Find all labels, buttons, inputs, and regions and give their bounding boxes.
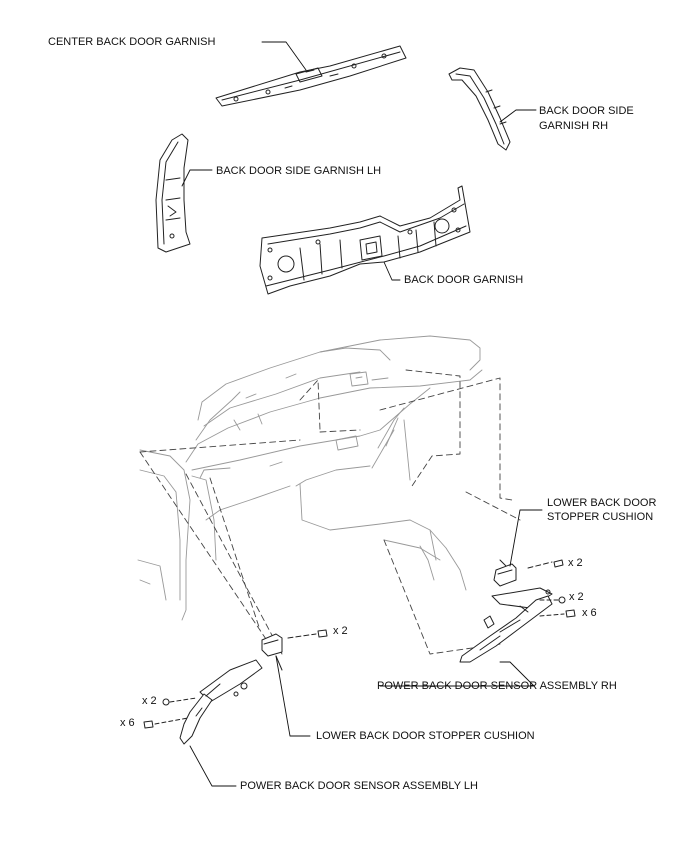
back-door-side-garnish-lh-part — [155, 133, 191, 253]
power-back-door-sensor-lh-part — [179, 659, 263, 745]
power-back-door-sensor-rh-label: POWER BACK DOOR SENSOR ASSEMBLY RH — [377, 680, 617, 692]
lower-stopper-cushion-lh-label: LOWER BACK DOOR STOPPER CUSHION — [316, 730, 535, 742]
callout-leaders — [181, 41, 543, 787]
lh-sensor-nut-icon — [162, 697, 197, 706]
rh-stopper-bolt-qty: x 2 — [568, 557, 583, 569]
lh-sensor-screw-qty: x 6 — [120, 717, 135, 729]
power-back-door-sensor-lh-label: POWER BACK DOOR SENSOR ASSEMBLY LH — [240, 780, 478, 792]
back-door-garnish-part — [259, 185, 471, 295]
lh-stopper-bolt-icon — [287, 629, 328, 639]
power-back-door-sensor-rh-part — [459, 587, 553, 663]
rh-sensor-screw-qty: x 6 — [582, 607, 597, 619]
lower-stopper-cushion-rh-part — [493, 559, 517, 587]
rh-stopper-bolt-icon — [527, 559, 564, 569]
dashed-leader-lines — [139, 369, 521, 655]
lower-stopper-cushion-rh-label-line2: STOPPER CUSHION — [547, 511, 654, 523]
rh-sensor-nut-qty: x 2 — [569, 591, 584, 603]
lh-sensor-screw-icon — [143, 717, 189, 729]
back-door-side-garnish-rh-part — [448, 67, 511, 151]
center-back-door-garnish-label: CENTER BACK DOOR GARNISH — [48, 36, 216, 48]
lh-stopper-bolt-qty: x 2 — [333, 625, 348, 637]
lower-stopper-cushion-lh-part — [261, 633, 283, 671]
vehicle-back-door-body — [137, 335, 483, 621]
rh-sensor-screw-icon — [539, 609, 576, 618]
back-door-side-garnish-lh-label: BACK DOOR SIDE GARNISH LH — [216, 165, 382, 177]
rh-sensor-nut-icon — [539, 596, 566, 604]
back-door-side-garnish-rh-label-line2: GARNISH RH — [539, 120, 609, 132]
lh-sensor-nut-qty: x 2 — [142, 695, 157, 707]
back-door-side-garnish-rh-label-line1: BACK DOOR SIDE — [539, 105, 634, 117]
center-back-door-garnish-part — [215, 45, 407, 107]
lower-stopper-cushion-rh-label-line1: LOWER BACK DOOR — [547, 497, 657, 509]
back-door-garnish-label: BACK DOOR GARNISH — [404, 274, 524, 286]
